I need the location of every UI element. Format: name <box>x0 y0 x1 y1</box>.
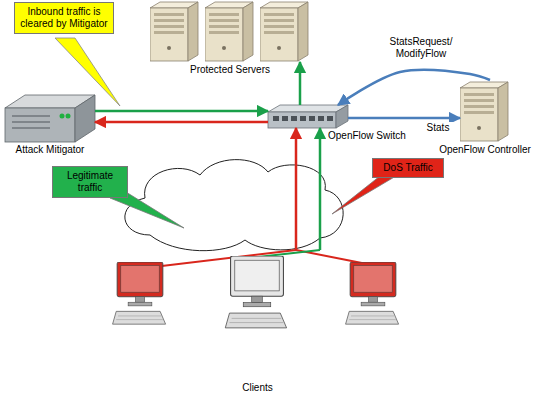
control-arrow <box>338 70 490 105</box>
server-icon <box>205 2 253 61</box>
traffic-arrow <box>95 110 268 113</box>
edge-label: Stats <box>420 122 456 134</box>
traffic-arrow <box>319 128 322 250</box>
callout-text: Legitimate traffic <box>57 170 123 194</box>
callout-text: DoS Traffic <box>377 162 439 174</box>
callout-box: DoS Traffic <box>372 158 444 178</box>
server-icon <box>260 2 308 61</box>
network-cloud <box>125 160 343 251</box>
edge-label: StatsRequest/ ModifyFlow <box>383 36 459 60</box>
device-label: Attack Mitigator <box>16 144 85 156</box>
legit-wire <box>258 250 320 257</box>
controller-icon <box>460 82 508 141</box>
traffic-arrow <box>299 62 302 105</box>
switch-icon <box>268 105 348 128</box>
client-group: Clients <box>110 250 405 380</box>
openflow-controller: OpenFlow Controller <box>460 80 510 142</box>
callout-text: Inbound traffic is cleared by Mitigator <box>19 6 109 30</box>
device-label: OpenFlow Switch <box>328 130 406 142</box>
client-computer <box>225 256 286 328</box>
callout-box: Legitimate traffic <box>52 166 128 198</box>
mitigator-icon <box>5 95 95 142</box>
callout-box: Inbound traffic is cleared by Mitigator <box>14 2 114 34</box>
callout-pointer <box>55 38 120 106</box>
control-arrow <box>348 117 460 120</box>
server-group: Protected Servers <box>150 0 310 62</box>
traffic-arrow <box>95 121 268 124</box>
device-label: Protected Servers <box>190 64 270 76</box>
attacker-computer <box>346 262 399 324</box>
openflow-switch: OpenFlow Switch <box>268 105 348 128</box>
callout-pointer <box>332 176 396 214</box>
traffic-arrow <box>295 128 298 250</box>
server-icon <box>150 2 198 61</box>
device-label: Clients <box>242 382 273 394</box>
attack-mitigator: Attack Mitigator <box>5 95 95 142</box>
device-label: OpenFlow Controller <box>439 144 531 156</box>
attacker-computer <box>113 262 166 324</box>
